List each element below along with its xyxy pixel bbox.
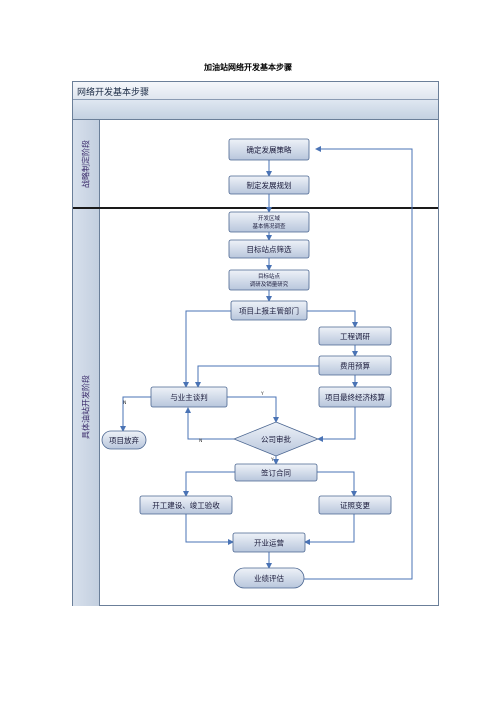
edge-license-operation: [304, 514, 355, 545]
edge-negotiate-abandon: [120, 396, 151, 432]
node-survey-label-line1: 开发区域: [258, 214, 281, 222]
node-research-label-line1: 目标站点: [258, 272, 281, 280]
node-engineering: 工程调研: [318, 326, 392, 346]
node-evaluation-label: 业绩评估: [254, 573, 284, 583]
node-approval-label: 公司审批: [261, 434, 291, 444]
node-approval-decision: 公司审批: [232, 421, 320, 457]
node-negotiate: 与业主谈判: [150, 386, 228, 408]
node-report: 项目上报主管部门: [230, 300, 308, 321]
label-negotiate-yes: Y: [260, 391, 264, 397]
edge-sign-license: [317, 471, 357, 497]
edge-finalcheck-approval: [317, 407, 356, 442]
frame-header-bar: [73, 100, 438, 120]
node-sign-label: 签订合同: [261, 468, 291, 478]
edge-budget-negotiate: [195, 365, 319, 388]
node-report-label: 项目上报主管部门: [239, 306, 299, 316]
node-license: 证照变更: [318, 495, 392, 515]
node-screen-sites-label: 目标站点筛选: [247, 244, 292, 254]
node-budget-label: 费用预算: [340, 361, 370, 371]
node-abandon: 项目放弃: [101, 430, 147, 450]
edge-evaluation-feedback: [304, 146, 413, 580]
node-research: 目标站点 调研及销量研究: [228, 269, 310, 291]
node-budget: 费用预算: [318, 355, 392, 376]
node-operation-label: 开业运营: [254, 538, 284, 548]
connectors: [120, 146, 413, 580]
node-license-label: 证照变更: [340, 500, 370, 510]
node-evaluation: 业绩评估: [233, 567, 305, 589]
node-survey-label-line2: 基本情况调查: [252, 222, 286, 230]
edge-approval-negotiate: [185, 407, 243, 440]
lane-strategy: 战略制定阶段: [73, 120, 100, 208]
document-title: 加油站网络开发基本步骤: [204, 63, 292, 72]
node-survey: 开发区域 基本情况调查: [228, 211, 310, 233]
edge-report-engineering: [307, 310, 358, 328]
node-abandon-label: 项目放弃: [109, 435, 139, 445]
frame-title: 网络开发基本步骤: [77, 88, 150, 98]
flow-diagram: N Y N Y 确定发展策略 制定发展规划 开发区域 基本情况调查 目标站点筛选…: [101, 138, 413, 589]
node-screen-sites: 目标站点筛选: [228, 239, 310, 259]
flowchart-frame: 网络开发基本步骤 战略制定阶段 具体油站开发阶段: [72, 81, 439, 606]
frame-title-bar: 网络开发基本步骤: [73, 82, 438, 100]
node-negotiate-label: 与业主谈判: [170, 392, 208, 402]
node-define-strategy-label: 确定发展策略: [247, 145, 292, 155]
label-approval-no: N: [199, 438, 202, 444]
lane-divider: [73, 207, 438, 209]
edge-negotiate-approval: [227, 396, 279, 423]
node-define-strategy: 确定发展策略: [228, 138, 310, 161]
lane-development: 具体油站开发阶段: [73, 208, 100, 606]
label-negotiate-no: N: [123, 400, 126, 406]
node-research-label-line2: 调研及销量研究: [250, 280, 289, 288]
node-construction: 开工建设、竣工验收: [139, 495, 233, 515]
node-construction-label: 开工建设、竣工验收: [152, 500, 220, 510]
label-approval-yes: Y: [270, 457, 274, 463]
node-operation: 开业运营: [232, 532, 306, 553]
edge-report-negotiate: [183, 310, 231, 388]
edge-construction-operation: [185, 514, 234, 545]
node-plan-label: 制定发展规划: [247, 180, 292, 190]
node-sign: 签订合同: [234, 463, 318, 482]
node-plan: 制定发展规划: [228, 175, 310, 195]
node-engineering-label: 工程调研: [340, 332, 370, 341]
node-final-check: 项目最终经济核算: [318, 386, 392, 408]
edge-sign-construction: [183, 471, 235, 497]
node-final-check-label: 项目最终经济核算: [325, 392, 385, 402]
